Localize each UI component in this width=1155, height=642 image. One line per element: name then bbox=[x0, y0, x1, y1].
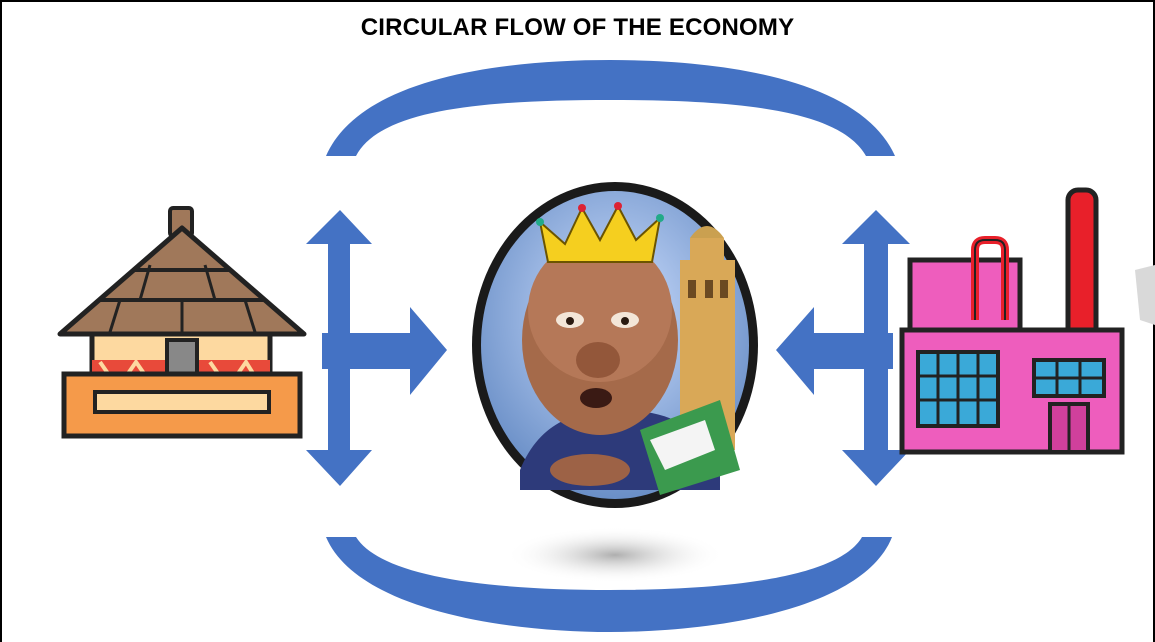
left-horizontal-arrow bbox=[322, 307, 447, 395]
factory-icon bbox=[899, 187, 1125, 455]
top-flow-arc bbox=[326, 60, 895, 156]
right-horizontal-arrow bbox=[776, 307, 893, 395]
portrait-shadow bbox=[505, 527, 725, 583]
edge-decoration bbox=[1135, 265, 1155, 325]
portrait-king-icon bbox=[472, 182, 758, 508]
crown-icon bbox=[538, 203, 662, 263]
diagram-title: CIRCULAR FLOW OF THE ECONOMY bbox=[360, 14, 795, 41]
hut-icon bbox=[57, 206, 307, 439]
bottom-flow-arc bbox=[326, 537, 892, 632]
